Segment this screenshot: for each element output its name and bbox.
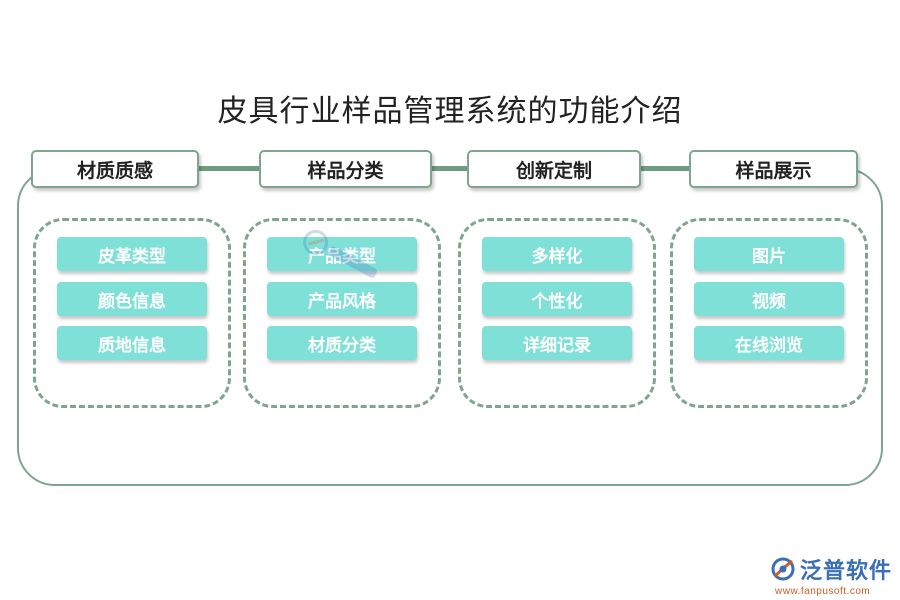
feature-item: 个性化 <box>482 282 632 316</box>
feature-item: 材质分类 <box>267 326 417 360</box>
connector-1-2 <box>198 166 260 171</box>
feature-item: 质地信息 <box>57 326 207 360</box>
feature-item: 多样化 <box>482 237 632 271</box>
category-group-2: 产品类型 产品风格 材质分类 <box>243 218 441 408</box>
feature-item: 在线浏览 <box>694 326 844 360</box>
category-header-1: 材质质感 <box>31 150 199 188</box>
category-header-4: 样品展示 <box>689 150 858 188</box>
category-header-2: 样品分类 <box>259 150 432 188</box>
feature-item: 图片 <box>694 237 844 271</box>
category-header-3: 创新定制 <box>467 150 641 188</box>
diagram-title: 皮具行业样品管理系统的功能介绍 <box>217 94 683 129</box>
category-group-1: 皮革类型 颜色信息 质地信息 <box>33 218 231 408</box>
feature-item: 视频 <box>694 282 844 316</box>
feature-item: 皮革类型 <box>57 237 207 271</box>
connector-3-4 <box>640 166 690 171</box>
connector-2-3 <box>431 166 468 171</box>
feature-item: 产品风格 <box>267 282 417 316</box>
brand-name: 泛普软件 <box>800 559 893 584</box>
feature-item: 颜色信息 <box>57 282 207 316</box>
brand-url: www.fanpusoft.com <box>775 586 871 597</box>
feature-item: 详细记录 <box>482 326 632 360</box>
feature-item: 产品类型 <box>267 237 417 271</box>
brand-logo: 泛普软件 <box>770 554 892 584</box>
watermark-logo-icon <box>303 229 377 278</box>
category-group-4: 图片 视频 在线浏览 <box>670 218 868 408</box>
brand-logo-icon <box>771 557 795 581</box>
category-group-3: 多样化 个性化 详细记录 <box>458 218 656 408</box>
